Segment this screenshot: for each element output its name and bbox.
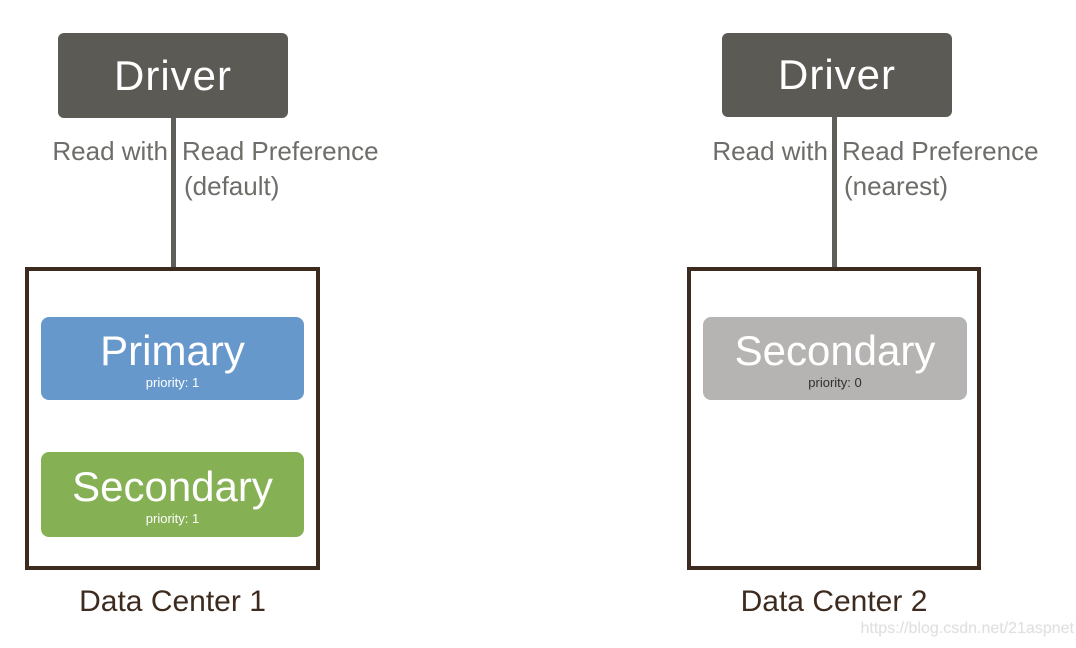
read-preference-label-left: Read Preference [182, 136, 379, 166]
primary-node-label: Primary [100, 326, 245, 374]
driver-label-right: Driver [778, 51, 896, 98]
secondary-node-priority-dc1: priority: 1 [145, 510, 200, 526]
datacenter-box-2 [687, 267, 981, 570]
arrow-line-left [171, 118, 176, 290]
replica-node-secondary-dc2: Secondary priority: 0 [703, 317, 967, 400]
read-mode-label-right: (nearest) [844, 171, 949, 201]
watermark-url: https://blog.csdn.net/21aspnet [860, 620, 1074, 637]
secondary-node-priority-dc2: priority: 0 [808, 374, 862, 390]
secondary-node-label-dc1: Secondary [72, 462, 273, 510]
datacenter-label-1: Data Center 1 [79, 585, 266, 618]
read-with-label-left: Read with [52, 136, 168, 166]
read-preference-label-right: Read Preference [842, 136, 1039, 166]
replica-node-primary: Primary priority: 1 [41, 317, 304, 400]
replica-node-secondary-dc1: Secondary priority: 1 [41, 452, 304, 537]
primary-node-priority: priority: 1 [145, 374, 200, 390]
driver-box-right: Driver [722, 33, 952, 117]
driver-box-left: Driver [58, 33, 288, 118]
read-with-label-right: Read with [712, 136, 828, 166]
arrow-line-right [832, 117, 837, 290]
driver-label-left: Driver [114, 51, 232, 99]
secondary-node-label-dc2: Secondary [734, 326, 936, 374]
read-mode-label-left: (default) [184, 171, 280, 201]
datacenter-label-2: Data Center 2 [740, 585, 928, 618]
